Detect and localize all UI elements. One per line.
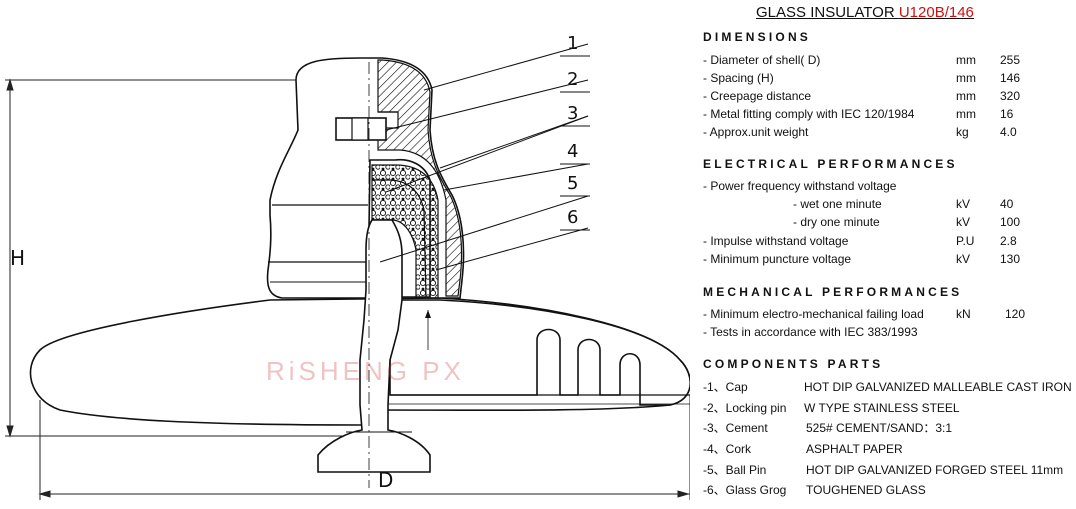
watermark: RiSHENG PX (266, 356, 465, 386)
callout-6: 6 (567, 207, 579, 228)
section-dimensions-heading: DIMENSIONS (703, 30, 812, 44)
dimension-d-label: D (378, 468, 394, 492)
section-mechanical-heading: MECHANICAL PERFORMANCES (703, 285, 963, 299)
insulator-cross-section (5, 43, 692, 500)
section-electrical-heading: ELECTRICAL PERFORMANCES (703, 157, 958, 171)
ball-pin (317, 219, 431, 473)
title-prefix: GLASS INSULATOR (756, 4, 899, 21)
callout-5: 5 (567, 173, 579, 194)
dimension-h-label: H (10, 246, 26, 270)
section-components-heading: COMPONENTS PARTS (703, 357, 884, 371)
page-title: GLASS INSULATOR U120B/146 (756, 4, 974, 21)
dimension-h (5, 78, 350, 438)
callout-leaders (379, 43, 590, 271)
callout-3: 3 (567, 103, 579, 124)
callout-4: 4 (567, 141, 579, 162)
callout-2: 2 (567, 69, 579, 90)
insulator-drawing: 1 2 3 4 5 6 H D RiSHENG PX (5, 33, 692, 500)
glass-section (380, 299, 692, 406)
title-model: U120B/146 (898, 4, 974, 21)
callout-1: 1 (567, 33, 579, 54)
cap-hatch (377, 59, 463, 297)
cement-grog (371, 164, 439, 299)
